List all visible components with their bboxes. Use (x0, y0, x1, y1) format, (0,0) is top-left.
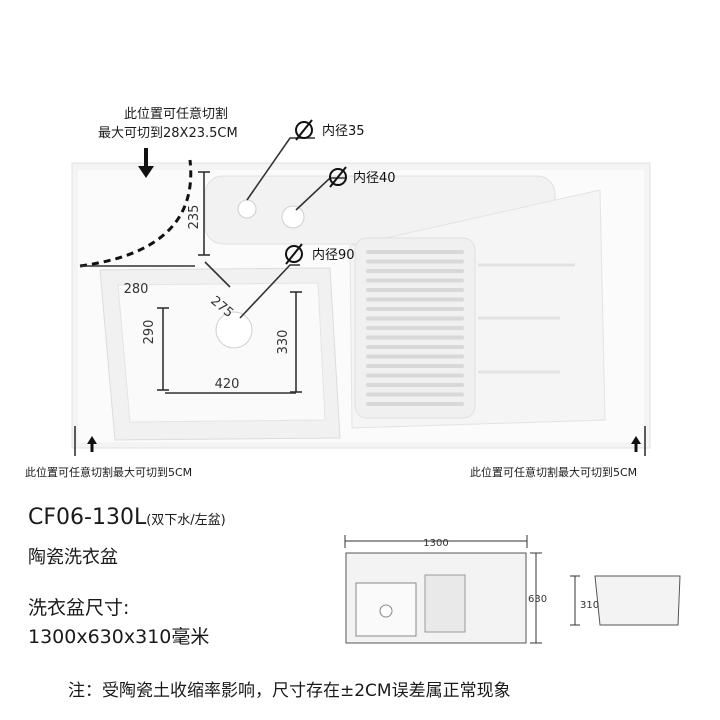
model-number: CF06-130L(双下水/左盆) (28, 505, 226, 530)
left-up-arrow-icon (87, 436, 97, 452)
wash-board (349, 189, 606, 429)
thumb-width-label: 1300 (423, 538, 448, 549)
cut-right-note: 此位置可任意切割最大可切到5CM (470, 466, 638, 479)
hole-small-label: 内径35 (322, 123, 365, 139)
model-code: CF06-130L (28, 505, 147, 530)
dim-420: 420 (215, 377, 240, 392)
cut-arc (79, 159, 193, 268)
size-label: 洗衣盆尺寸: (28, 597, 130, 619)
left-basin (99, 267, 341, 441)
model-suffix: (双下水/左盆) (146, 513, 226, 528)
dim-290: 290 (142, 320, 157, 345)
size-value: 1300x630x310毫米 (28, 626, 210, 648)
thumbnail-top-view (344, 535, 542, 644)
cut-note-line1: 此位置可任意切割 (124, 107, 229, 122)
dim-330: 330 (276, 330, 291, 355)
right-up-arrow-icon (631, 436, 641, 452)
diameter-symbol-icon (285, 245, 303, 263)
cut-arrow-down-icon (138, 148, 154, 178)
diameter-symbol-icon (295, 121, 313, 139)
hole-drain-label: 内径90 (312, 247, 355, 263)
footnote: 注：受陶瓷土收缩率影响，尺寸存在±2CM误差属正常现象 (68, 681, 511, 701)
faucet-hole-medium (281, 205, 305, 229)
faucet-hole-small (237, 199, 257, 219)
drain-hole (215, 311, 253, 349)
diameter-symbol-icon (329, 168, 347, 186)
dim-280: 280 (124, 282, 149, 297)
hole-medium-label: 内径40 (353, 170, 396, 186)
cut-note-line2: 最大可切到28X23.5CM (98, 126, 238, 141)
dim-235: 235 (187, 205, 202, 230)
cut-left-note: 此位置可任意切割最大可切到5CM (25, 466, 193, 479)
thumb-height-label: 310 (580, 600, 599, 611)
thumb-depth-label: 630 (528, 594, 547, 605)
thumbnail-side-view (570, 575, 681, 626)
product-name: 陶瓷洗衣盆 (28, 547, 118, 568)
